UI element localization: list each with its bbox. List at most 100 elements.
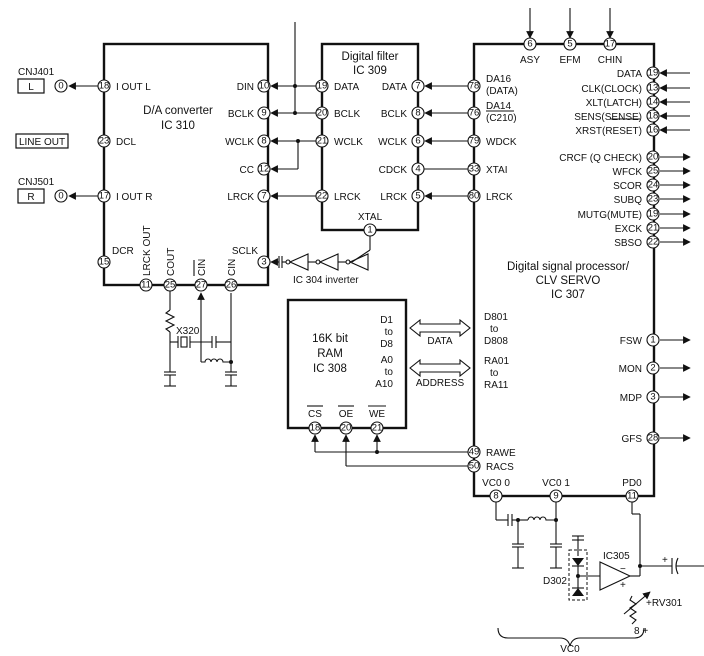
pin-circle [467,134,481,148]
pin-number: 7 [261,191,266,202]
pin-number: 2 [650,363,655,374]
pin-number: 10 [259,81,270,92]
pin-label: I OUT L [116,82,151,93]
pin-number: 27 [196,280,207,291]
vco-brace [497,627,645,647]
dac-ic310: D/A converter IC 310 18 I OUT L 23 DCL 1… [97,42,271,292]
pin-number: 18 [648,111,659,122]
pin-number: 33 [469,164,480,175]
pin-number: 24 [648,180,659,191]
pin-circle [646,81,660,95]
pin-circle [467,445,481,459]
ram-ic308: 16K bit RAM IC 308 D1 to D8 A0 to A10 CS… [286,298,408,435]
pin-number: 22 [317,191,328,202]
data-bus-arrow [409,318,471,338]
pin-number: 5 [415,191,420,202]
line-out-box [15,133,69,149]
pin-label: DATA [334,82,360,93]
ram-d-label: D1 [380,315,393,326]
pin-label: SCOR [613,181,642,192]
crystal-network: X320 [164,291,237,387]
pin-label: WFCK [613,167,643,178]
pin-label: CIN [227,259,238,276]
pin-number: 25 [165,280,176,291]
dsp-ic-number: IC 307 [551,289,585,301]
pin-number: 50 [469,461,480,472]
pin-label: LRCK [380,192,407,203]
pin-circle [603,37,617,51]
ram-a-label: A10 [375,379,393,390]
pin-number: 5 [567,39,572,50]
ram-buses: DATA ADDRESS [409,318,471,389]
pin-circle [257,79,271,93]
pin-circle [523,37,537,51]
pin-label: DA16 [486,74,511,85]
varactor-diode [572,558,584,566]
pin-number: 1 [367,225,372,236]
pin-label: DCL [116,137,136,148]
opamp-plus: + [620,580,626,591]
pin-label: LRCK OUT [142,225,153,276]
pin-number: 79 [469,136,480,147]
pin-number: 13 [648,83,659,94]
connector-label: L [28,82,34,93]
pin-label: SCLK [232,246,258,257]
pin-number: 14 [648,97,659,108]
pin-label: WCLK [334,137,363,148]
connector-cnj501: CNJ501 R 0 [17,177,68,204]
pin-number: 20 [648,152,659,163]
dsp-subtitle: CLV SERVO [536,275,601,287]
pin-circle [646,192,660,206]
pin-label: CC [240,165,254,176]
pin-number: 9 [261,108,266,119]
ram-a-label: A0 [381,355,394,366]
bus-label: RA11 [484,380,509,391]
pin-circle [467,106,481,120]
inductor [527,516,556,521]
inverter-gate [288,253,309,271]
ram-title: 16K bit [312,333,349,345]
filter-ic309: Digital filter IC 309 19 DATA 20 BCLK 21… [315,42,425,237]
varactor-box [568,549,588,601]
pin-circle [646,221,660,235]
pin-label: FSW [620,336,643,347]
pin-circle [257,106,271,120]
pin-circle [411,134,425,148]
crystal [180,336,188,348]
pin-circle [411,106,425,120]
pin-label: WCLK [378,137,407,148]
pin-circle [411,79,425,93]
ram-control-wiring [311,434,468,467]
pin-label: OE [339,409,354,420]
bus-label: D801 [484,312,508,323]
pin-number: 8 [415,108,420,119]
pin-circle [646,164,660,178]
pin-label: GFS [621,434,642,445]
pin-number: 80 [469,191,480,202]
pin-number: 76 [469,108,480,119]
pin-circle [646,235,660,249]
pin-circle [97,134,111,148]
pin-number: 0 [58,191,63,202]
inverter-label: IC 304 inverter [293,275,359,286]
pin-circle [563,37,577,51]
pin-number: 3 [261,257,266,268]
pin-circle [646,431,660,445]
pin-label: LRCK [334,192,361,203]
pin-number: 23 [648,194,659,205]
pin-label: MUTG(MUTE) [578,210,642,221]
pin-number: 28 [648,433,659,444]
opamp-minus: − [620,564,626,575]
ram-d-label: to [385,327,394,338]
pin-label: VC0 1 [542,478,570,489]
pin-circle [257,189,271,203]
connector-name: CNJ401 [18,67,55,78]
pin-number: 8 [261,136,266,147]
bus-label: D808 [484,336,508,347]
pin-number: 21 [648,223,659,234]
pin-label: BCLK [334,109,360,120]
pin-number: 11 [141,280,151,291]
ram-ic-number: IC 308 [313,363,347,375]
pin-label: XLT(LATCH) [586,98,642,109]
